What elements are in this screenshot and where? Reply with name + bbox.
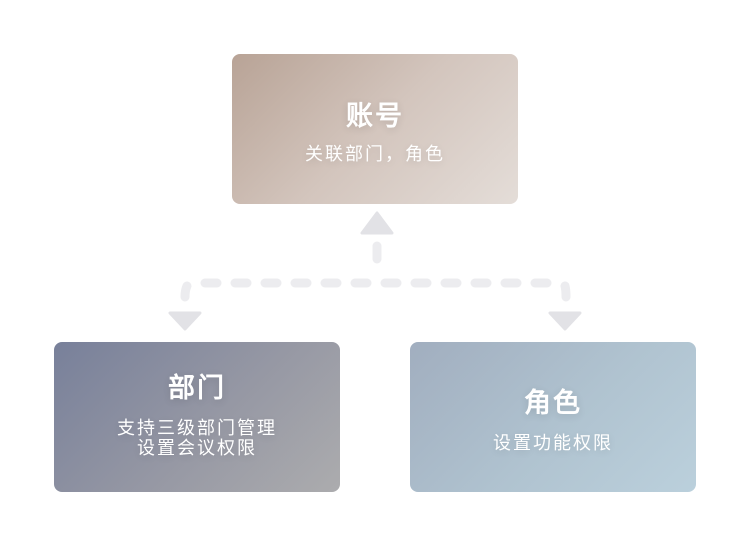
- node-account-description: 关联部门，角色: [305, 143, 445, 165]
- node-account-desc-line: 关联部门，角色: [305, 143, 445, 165]
- arrow-down-left-icon: [168, 311, 202, 331]
- node-role-description: 设置功能权限: [493, 432, 613, 454]
- node-department-desc-line-2: 设置会议权限: [137, 437, 257, 459]
- node-department-description: 支持三级部门管理 设置会议权限: [117, 417, 277, 459]
- node-role-desc-line: 设置功能权限: [493, 432, 613, 454]
- connector-left-elbow: [180, 281, 192, 302]
- node-role: 角色 设置功能权限: [410, 342, 696, 492]
- node-department-title: 部门: [168, 372, 226, 404]
- node-department: 部门 支持三级部门管理 设置会议权限: [54, 342, 340, 492]
- node-role-title: 角色: [524, 387, 582, 419]
- connector-right-elbow: [560, 281, 571, 302]
- node-account: 账号 关联部门，角色: [232, 54, 518, 204]
- arrow-up-icon: [360, 211, 394, 235]
- node-department-desc-line-1: 支持三级部门管理: [117, 417, 277, 439]
- node-account-title: 账号: [346, 100, 404, 132]
- arrow-down-right-icon: [548, 311, 582, 331]
